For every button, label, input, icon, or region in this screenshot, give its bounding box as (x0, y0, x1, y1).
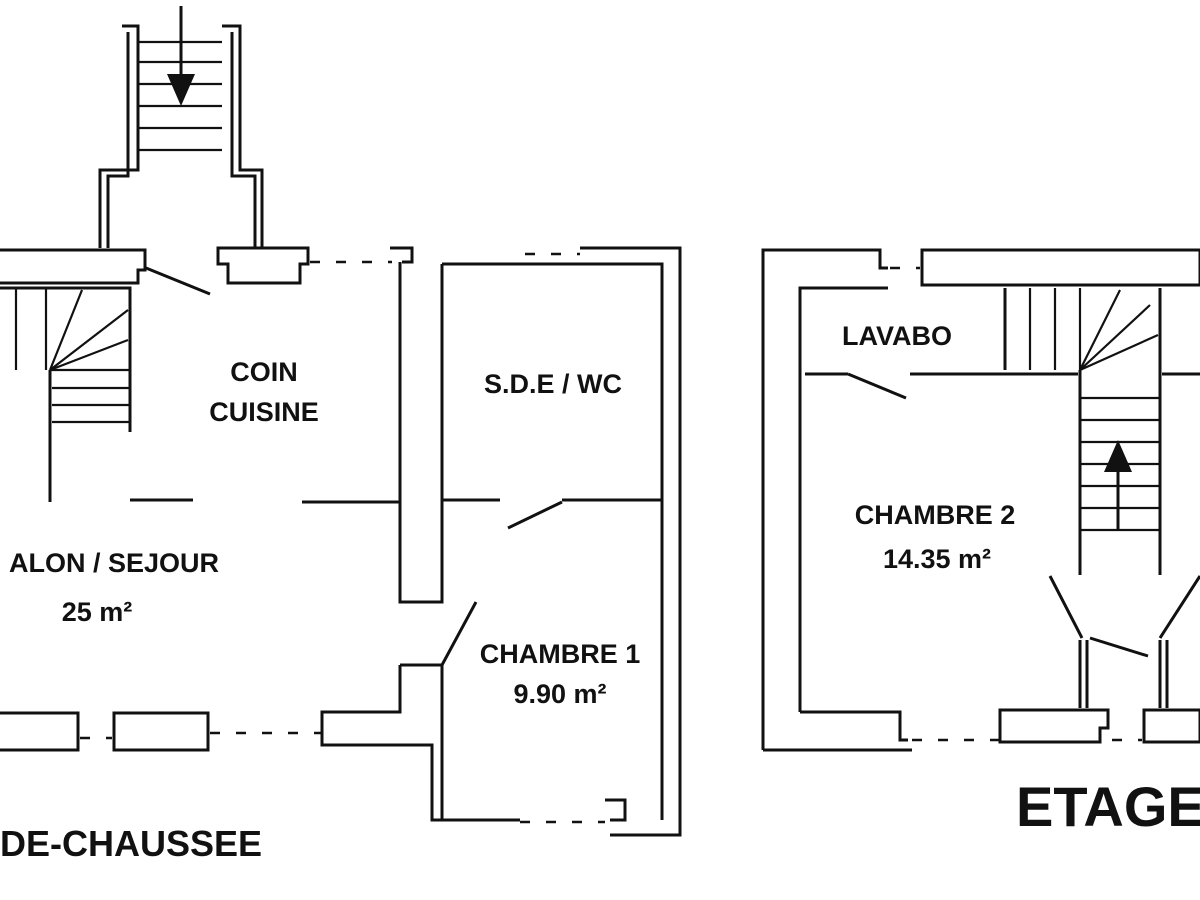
chambre2-label: CHAMBRE 2 (855, 500, 1016, 530)
upper-partitions (805, 372, 1200, 708)
upper-outer-walls (761, 248, 1200, 752)
south-wall (0, 711, 627, 824)
upper-stair (1003, 288, 1162, 575)
entry-arrow-head (167, 74, 195, 106)
ground-floor-title: DE-CHAUSSEE (0, 823, 262, 864)
ground-stair (0, 286, 132, 502)
entrance-porch (98, 6, 264, 248)
ground-labels: COIN CUISINE S.D.E / WC ALON / SEJOUR 25… (0, 357, 640, 864)
upper-floor-plan: LAVABO CHAMBRE 2 14.35 m² ETAGE (761, 248, 1200, 838)
upper-labels: LAVABO CHAMBRE 2 14.35 m² ETAGE (842, 321, 1200, 838)
upper-doors (847, 372, 1200, 658)
ground-partitions (130, 262, 662, 822)
north-wall (0, 246, 682, 837)
salon-sejour-label: ALON / SEJOUR (9, 548, 219, 578)
coin-cuisine-label-line1: COIN (230, 357, 298, 387)
chambre1-area: 9.90 m² (513, 679, 606, 709)
upper-floor-title: ETAGE (1016, 775, 1200, 838)
coin-cuisine-label-line2: CUISINE (209, 397, 319, 427)
chambre1-label: CHAMBRE 1 (480, 639, 641, 669)
sde-wc-label: S.D.E / WC (484, 369, 622, 399)
chambre2-area: 14.35 m² (883, 544, 991, 574)
salon-sejour-area: 25 m² (62, 597, 133, 627)
lavabo-label: LAVABO (842, 321, 952, 351)
ground-floor-plan: COIN CUISINE S.D.E / WC ALON / SEJOUR 25… (0, 6, 682, 864)
up-arrow-head (1104, 440, 1132, 472)
ground-doors (145, 266, 563, 666)
